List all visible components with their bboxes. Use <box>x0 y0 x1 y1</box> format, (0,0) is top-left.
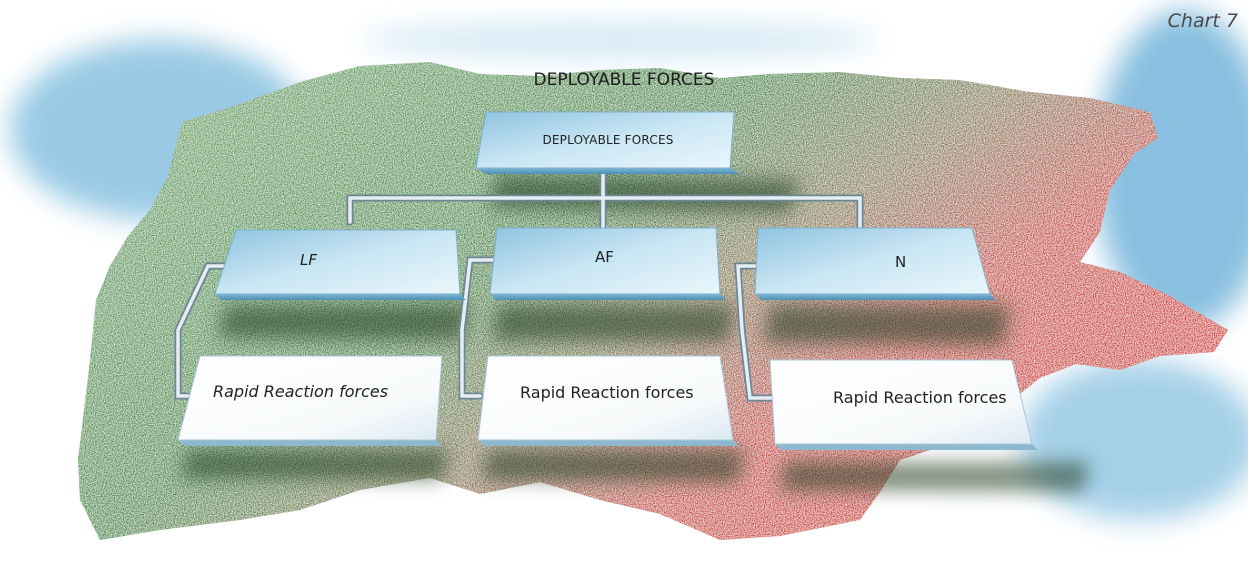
child-label-af: Rapid Reaction forces <box>520 382 694 402</box>
branch-box-af <box>489 227 726 300</box>
branch-box-lf <box>214 229 466 300</box>
child-label-n: Rapid Reaction forces <box>833 387 1007 407</box>
child-box-lf <box>177 355 443 446</box>
root-box <box>475 111 740 174</box>
branch-label-n: N <box>895 253 907 271</box>
branch-box-n <box>754 227 996 300</box>
branch-label-lf: LF <box>300 251 317 269</box>
connectors <box>174 164 864 402</box>
box-shadows <box>180 175 1090 492</box>
chart-number-label: Chart 7 <box>1167 10 1238 32</box>
root-box-label: DEPLOYABLE FORCES <box>542 133 674 147</box>
diagram-title: DEPLOYABLE FORCES <box>533 70 715 90</box>
branch-label-af: AF <box>595 248 614 266</box>
child-box-af <box>477 355 739 446</box>
child-box-n <box>769 359 1038 450</box>
child-label-lf: Rapid Reaction forces <box>213 381 389 401</box>
